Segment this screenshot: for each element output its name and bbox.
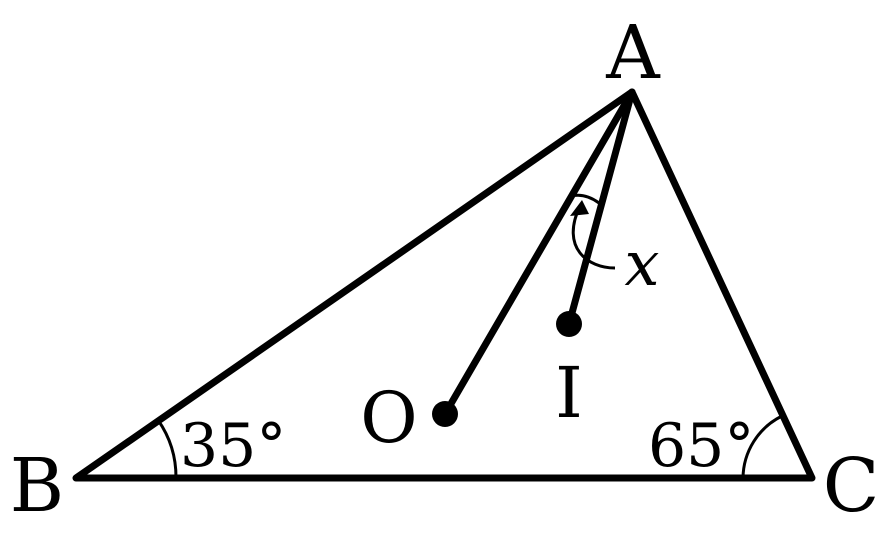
vertex-label-a: A [605, 10, 661, 96]
angle-x-arc [571, 193, 600, 205]
angle-x-arrowhead [570, 200, 589, 216]
point-label-i: I [555, 352, 583, 434]
point-i [556, 311, 582, 337]
segment-ao [441, 88, 636, 418]
segment-ai [565, 88, 636, 328]
point-label-o: O [360, 377, 417, 459]
angle-arc-c [741, 414, 783, 479]
vertex-label-b: B [10, 443, 64, 529]
angle-arc-b [156, 419, 178, 479]
vertex-label-c: C [823, 443, 880, 529]
angle-label-b: 35° [180, 411, 286, 481]
angle-label-c: 65° [648, 411, 754, 481]
point-o [432, 401, 458, 427]
angle-label-x: x [625, 227, 660, 300]
angle-x-pointer [571, 205, 616, 270]
triangle-abc [72, 88, 816, 482]
